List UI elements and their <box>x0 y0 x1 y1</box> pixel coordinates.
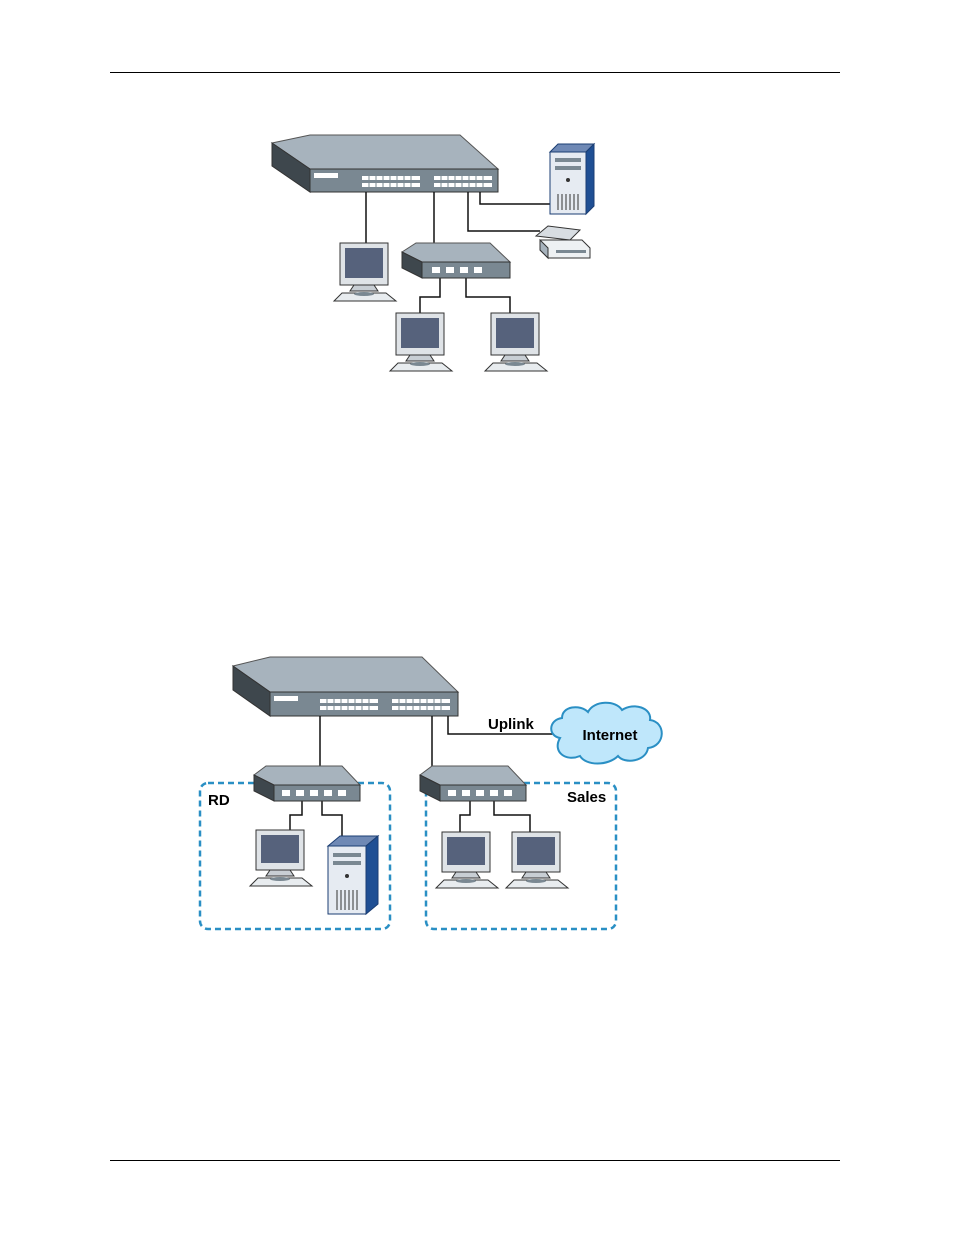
hub-icon <box>254 766 360 801</box>
internet-label: Internet <box>582 727 637 744</box>
vlan-label-rd: RD <box>208 792 230 809</box>
printer-icon <box>536 226 590 258</box>
vlan-label-sales: Sales <box>567 789 606 806</box>
cloud-icon: Internet <box>551 703 662 764</box>
computer-icon <box>250 830 312 886</box>
switch-icon <box>233 657 458 716</box>
computer-icon <box>334 243 396 301</box>
computer-icon <box>436 832 498 888</box>
computer-icon <box>390 313 452 371</box>
hub-icon <box>402 243 510 278</box>
footer-rule <box>110 1160 840 1161</box>
server-icon <box>328 836 378 914</box>
computer-icon <box>485 313 547 371</box>
switch-icon <box>272 135 498 192</box>
computer-icon <box>506 832 568 888</box>
server-icon <box>550 144 594 214</box>
figure-2-vlan-diagram: Internet Uplink RD Sales <box>0 640 954 940</box>
uplink-label: Uplink <box>488 716 534 733</box>
hub-icon <box>420 766 526 801</box>
figure-1-network-diagram <box>0 0 954 400</box>
